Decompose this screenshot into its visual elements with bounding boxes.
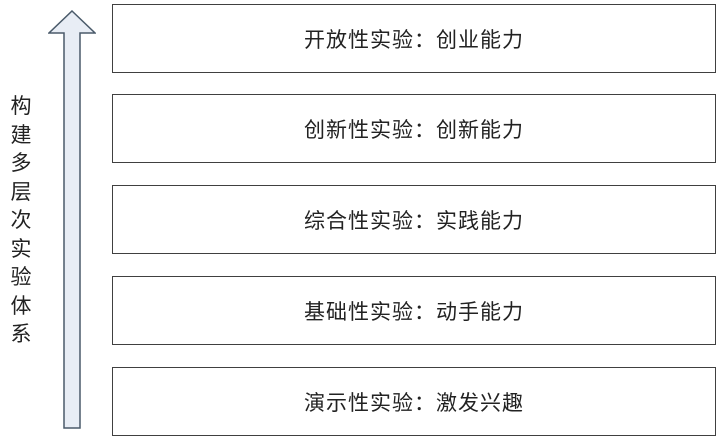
level-box-basic: 基础性实验：动手能力 — [112, 276, 716, 345]
system-label-char: 层 — [10, 179, 32, 204]
system-label-char: 体 — [10, 293, 32, 318]
upward-arrow-icon — [48, 10, 96, 429]
level-text: 演示性实验：激发兴趣 — [304, 390, 524, 415]
level-box-innovative: 创新性实验：创新能力 — [112, 94, 716, 163]
system-label-char: 多 — [10, 151, 32, 175]
level-text: 开放性实验：创业能力 — [304, 27, 524, 52]
level-box-demonstration: 演示性实验：激发兴趣 — [112, 367, 716, 436]
system-label-char: 建 — [10, 122, 32, 147]
level-text: 基础性实验：动手能力 — [304, 299, 524, 324]
system-label-char: 实 — [10, 236, 32, 261]
system-label: 构 建 多 层 次 实 验 体 系 — [10, 92, 32, 349]
level-text: 创新性实验：创新能力 — [304, 117, 524, 142]
system-label-char: 构 — [10, 94, 32, 118]
arrow-shape — [48, 10, 96, 429]
level-text: 综合性实验：实践能力 — [304, 208, 524, 233]
experiment-levels: 开放性实验：创业能力 创新性实验：创新能力 综合性实验：实践能力 基础性实验：动… — [112, 4, 716, 436]
level-box-open: 开放性实验：创业能力 — [112, 4, 716, 73]
system-label-char: 系 — [10, 322, 32, 346]
level-box-comprehensive: 综合性实验：实践能力 — [112, 185, 716, 254]
system-label-char: 次 — [10, 208, 32, 232]
system-label-char: 验 — [10, 265, 32, 289]
